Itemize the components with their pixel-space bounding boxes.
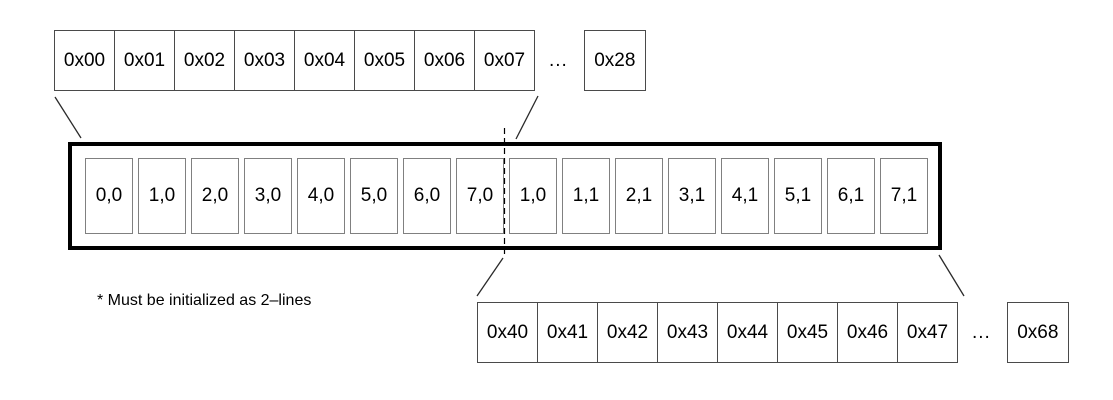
buffer-cell: 1,0: [138, 158, 186, 234]
ellipsis: ...: [549, 50, 568, 71]
address-cell: 0x04: [294, 30, 355, 91]
buffer-cell: 7,0: [456, 158, 504, 234]
address-cell: 0x03: [234, 30, 295, 91]
bottom-address-group: 0x40 0x41 0x42 0x43 0x44 0x45 0x46 0x47: [477, 302, 958, 363]
buffer-cell: 2,0: [191, 158, 239, 234]
buffer-cell: 1,0: [509, 158, 557, 234]
connector-line-top-left: [54, 96, 82, 139]
address-cell: 0x28: [583, 30, 646, 91]
buffer-cell: 0,0: [85, 158, 133, 234]
address-cell: 0x45: [777, 302, 838, 363]
ellipsis: ...: [972, 322, 991, 343]
footnote: * Must be initialized as 2–lines: [97, 292, 312, 309]
bottom-address-row: 0x40 0x41 0x42 0x43 0x44 0x45 0x46 0x47 …: [477, 302, 1069, 363]
buffer-cell: 3,1: [668, 158, 716, 234]
buffer-cell: 4,0: [297, 158, 345, 234]
connector-line-bottom-right: [938, 254, 965, 297]
buffer-cell: 4,1: [721, 158, 769, 234]
address-cell: 0x68: [1006, 302, 1069, 363]
address-cell: 0x43: [657, 302, 718, 363]
buffer-cell: 5,0: [350, 158, 398, 234]
address-cell: 0x47: [897, 302, 958, 363]
buffer-cell: 5,1: [774, 158, 822, 234]
top-address-group: 0x00 0x01 0x02 0x03 0x04 0x05 0x06 0x07: [54, 30, 535, 91]
buffer-cell: 3,0: [244, 158, 292, 234]
address-cell: 0x06: [414, 30, 475, 91]
address-cell: 0x41: [537, 302, 598, 363]
address-cell: 0x02: [174, 30, 235, 91]
address-cell: 0x07: [474, 30, 535, 91]
display-buffer-frame: 0,0 1,0 2,0 3,0 4,0 5,0 6,0 7,0 1,0 1,1 …: [68, 142, 942, 250]
address-cell: 0x05: [354, 30, 415, 91]
address-cell: 0x46: [837, 302, 898, 363]
address-cell: 0x01: [114, 30, 175, 91]
address-cell: 0x00: [54, 30, 115, 91]
address-cell: 0x40: [477, 302, 538, 363]
top-address-row: 0x00 0x01 0x02 0x03 0x04 0x05 0x06 0x07 …: [54, 30, 646, 91]
buffer-cell: 1,1: [562, 158, 610, 234]
buffer-cell: 2,1: [615, 158, 663, 234]
buffer-cell: 6,0: [403, 158, 451, 234]
address-cell: 0x42: [597, 302, 658, 363]
connector-line-bottom-left: [476, 257, 504, 297]
buffer-cell: 6,1: [827, 158, 875, 234]
address-cell: 0x44: [717, 302, 778, 363]
buffer-cell: 7,1: [880, 158, 928, 234]
connector-line-top-right: [515, 95, 539, 140]
